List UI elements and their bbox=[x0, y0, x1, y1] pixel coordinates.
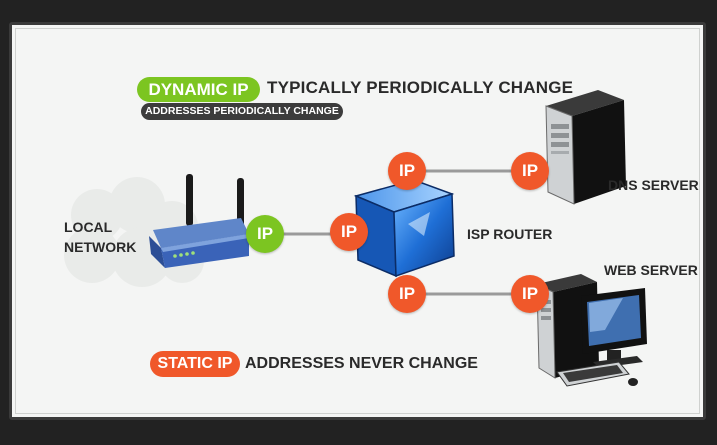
panel-inner-border bbox=[15, 28, 700, 414]
ip-badge-dns: IP bbox=[511, 152, 549, 190]
dynamic-ip-text: TYPICALLY PERIODICALLY CHANGE bbox=[267, 78, 574, 97]
ip-badge-isp-bottom: IP bbox=[388, 275, 426, 313]
static-ip-text: ADDRESSES NEVER CHANGE bbox=[245, 355, 478, 372]
local-network-label-line2: NETWORK bbox=[64, 239, 137, 255]
ip-badge-isp-top: IP bbox=[388, 152, 426, 190]
ip-badge-isp-left: IP bbox=[330, 213, 368, 251]
dynamic-ip-badge: DYNAMIC IP bbox=[137, 77, 260, 102]
dynamic-ip-subtitle: ADDRESSES PERIODICALLY CHANGE bbox=[141, 103, 343, 120]
ip-badge-web: IP bbox=[511, 275, 549, 313]
static-ip-badge: STATIC IP bbox=[150, 351, 240, 377]
web-server-label: WEB SERVER bbox=[604, 262, 698, 278]
isp-router-label: ISP ROUTER bbox=[467, 226, 553, 242]
wifi-router-icon bbox=[149, 174, 249, 268]
local-network-label-line1: LOCAL bbox=[64, 219, 113, 235]
desktop-computer-icon bbox=[536, 274, 647, 387]
ip-badge-local-router: IP bbox=[246, 215, 284, 253]
dns-server-label: DNS SERVER bbox=[608, 177, 699, 193]
